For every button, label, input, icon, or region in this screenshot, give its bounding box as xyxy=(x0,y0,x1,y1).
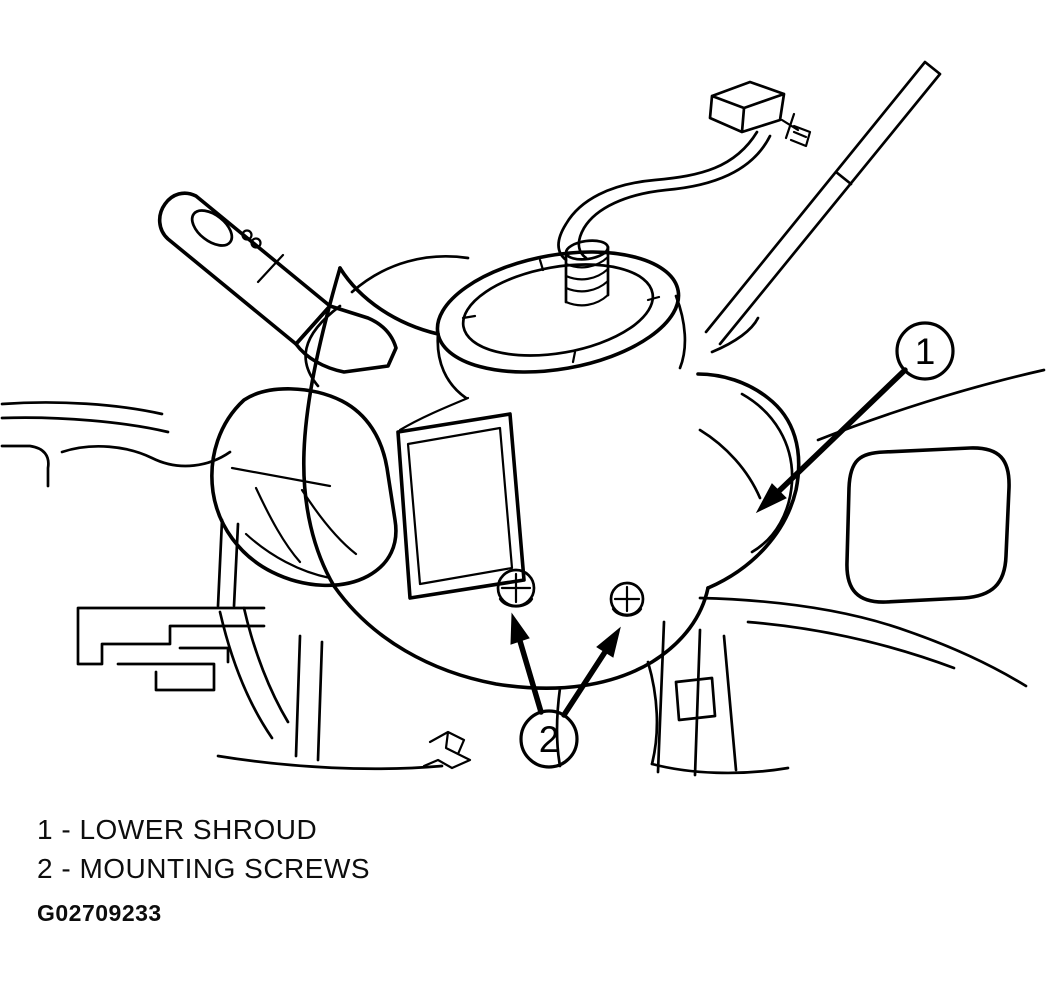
callout-1-number: 1 xyxy=(915,331,936,372)
dash-upper-right-curve xyxy=(816,368,1046,442)
wiring-connector xyxy=(708,80,812,148)
lever-tip-oval xyxy=(190,209,234,247)
shroud-top-right xyxy=(710,316,760,354)
shroud-access-panel xyxy=(396,412,526,600)
arrow-head xyxy=(755,483,787,514)
arrow-head xyxy=(596,626,621,658)
support-rectangle xyxy=(674,676,717,722)
arrow-shaft xyxy=(776,367,908,494)
dash-opening xyxy=(845,446,1011,604)
screw-flange xyxy=(611,607,643,617)
callout-2-arrow-left xyxy=(510,612,544,715)
dash-left-verticals xyxy=(216,518,324,762)
turn-signal-lever xyxy=(157,191,398,374)
pod-facet-lines xyxy=(230,466,358,580)
ignition-cylinder xyxy=(564,239,610,307)
callout-2-arrow-right xyxy=(561,626,621,718)
mounting-screw-left xyxy=(496,568,536,608)
screw-phillips-cross xyxy=(500,572,532,604)
callout-2-circle xyxy=(519,709,579,769)
ring-tick-marks xyxy=(461,258,661,364)
lever-base xyxy=(294,304,398,374)
cylinder-sides xyxy=(564,245,610,304)
arrow-shaft xyxy=(517,638,544,715)
cylinder-top xyxy=(564,239,610,261)
lever-body xyxy=(157,191,332,346)
callout-1-arrow xyxy=(755,367,908,514)
shroud-right-edge xyxy=(696,372,801,590)
shroud-side-pod xyxy=(210,387,398,588)
shroud-bottom-edge xyxy=(332,584,710,690)
rod-lines xyxy=(704,60,942,346)
pod-outline xyxy=(210,387,398,588)
dash-background-left xyxy=(0,401,444,771)
lower-shroud-body xyxy=(301,266,801,768)
column-support xyxy=(650,620,790,777)
connector-body xyxy=(708,80,786,134)
shroud-bulge xyxy=(698,392,794,554)
column-lower-tube xyxy=(555,660,659,768)
lever-dot-2 xyxy=(250,237,262,249)
shroud-left-edge xyxy=(301,266,342,588)
cylinder-threads xyxy=(564,255,610,307)
arrow-shaft xyxy=(561,649,608,718)
dash-bottom-line xyxy=(216,754,444,771)
dash-background-right xyxy=(698,368,1046,688)
ring-inner xyxy=(461,263,655,357)
figure-id: G02709233 xyxy=(37,900,162,926)
callout-2: 2 xyxy=(510,612,621,769)
callout-1: 1 xyxy=(755,321,955,514)
lever-dot-1 xyxy=(241,229,253,241)
dash-lower-right-curves xyxy=(698,596,1028,688)
mounting-screw-right xyxy=(609,581,645,617)
dash-left-curves xyxy=(0,401,232,488)
small-clip xyxy=(422,730,472,770)
screw-phillips-cross xyxy=(613,585,641,613)
legend-item-lower-shroud: 1 - LOWER SHROUD xyxy=(37,814,318,845)
screw-flange xyxy=(498,597,534,608)
callout-2-number: 2 xyxy=(539,719,560,760)
arrow-head xyxy=(510,612,530,645)
lever-band xyxy=(256,253,285,284)
dash-left-bracket xyxy=(76,606,266,692)
harness-wire-2 xyxy=(577,134,772,260)
panel-inner xyxy=(406,426,514,586)
panel-outer xyxy=(396,412,526,600)
support-verticals xyxy=(656,620,738,777)
clip-shape xyxy=(422,730,472,770)
support-bottom-curve xyxy=(650,762,790,775)
callout-1-circle xyxy=(895,321,955,381)
steering-shaft-rod xyxy=(704,60,942,346)
column-side-walls xyxy=(436,294,687,400)
connector-clip xyxy=(780,112,812,148)
harness-wire-1 xyxy=(557,130,759,262)
figure-legend: 1 - LOWER SHROUD 2 - MOUNTING SCREWS G02… xyxy=(37,810,370,927)
shroud-crease xyxy=(398,396,470,432)
shroud-left-shoulder xyxy=(338,266,440,336)
legend-item-mounting-screws: 2 - MOUNTING SCREWS xyxy=(37,853,371,884)
